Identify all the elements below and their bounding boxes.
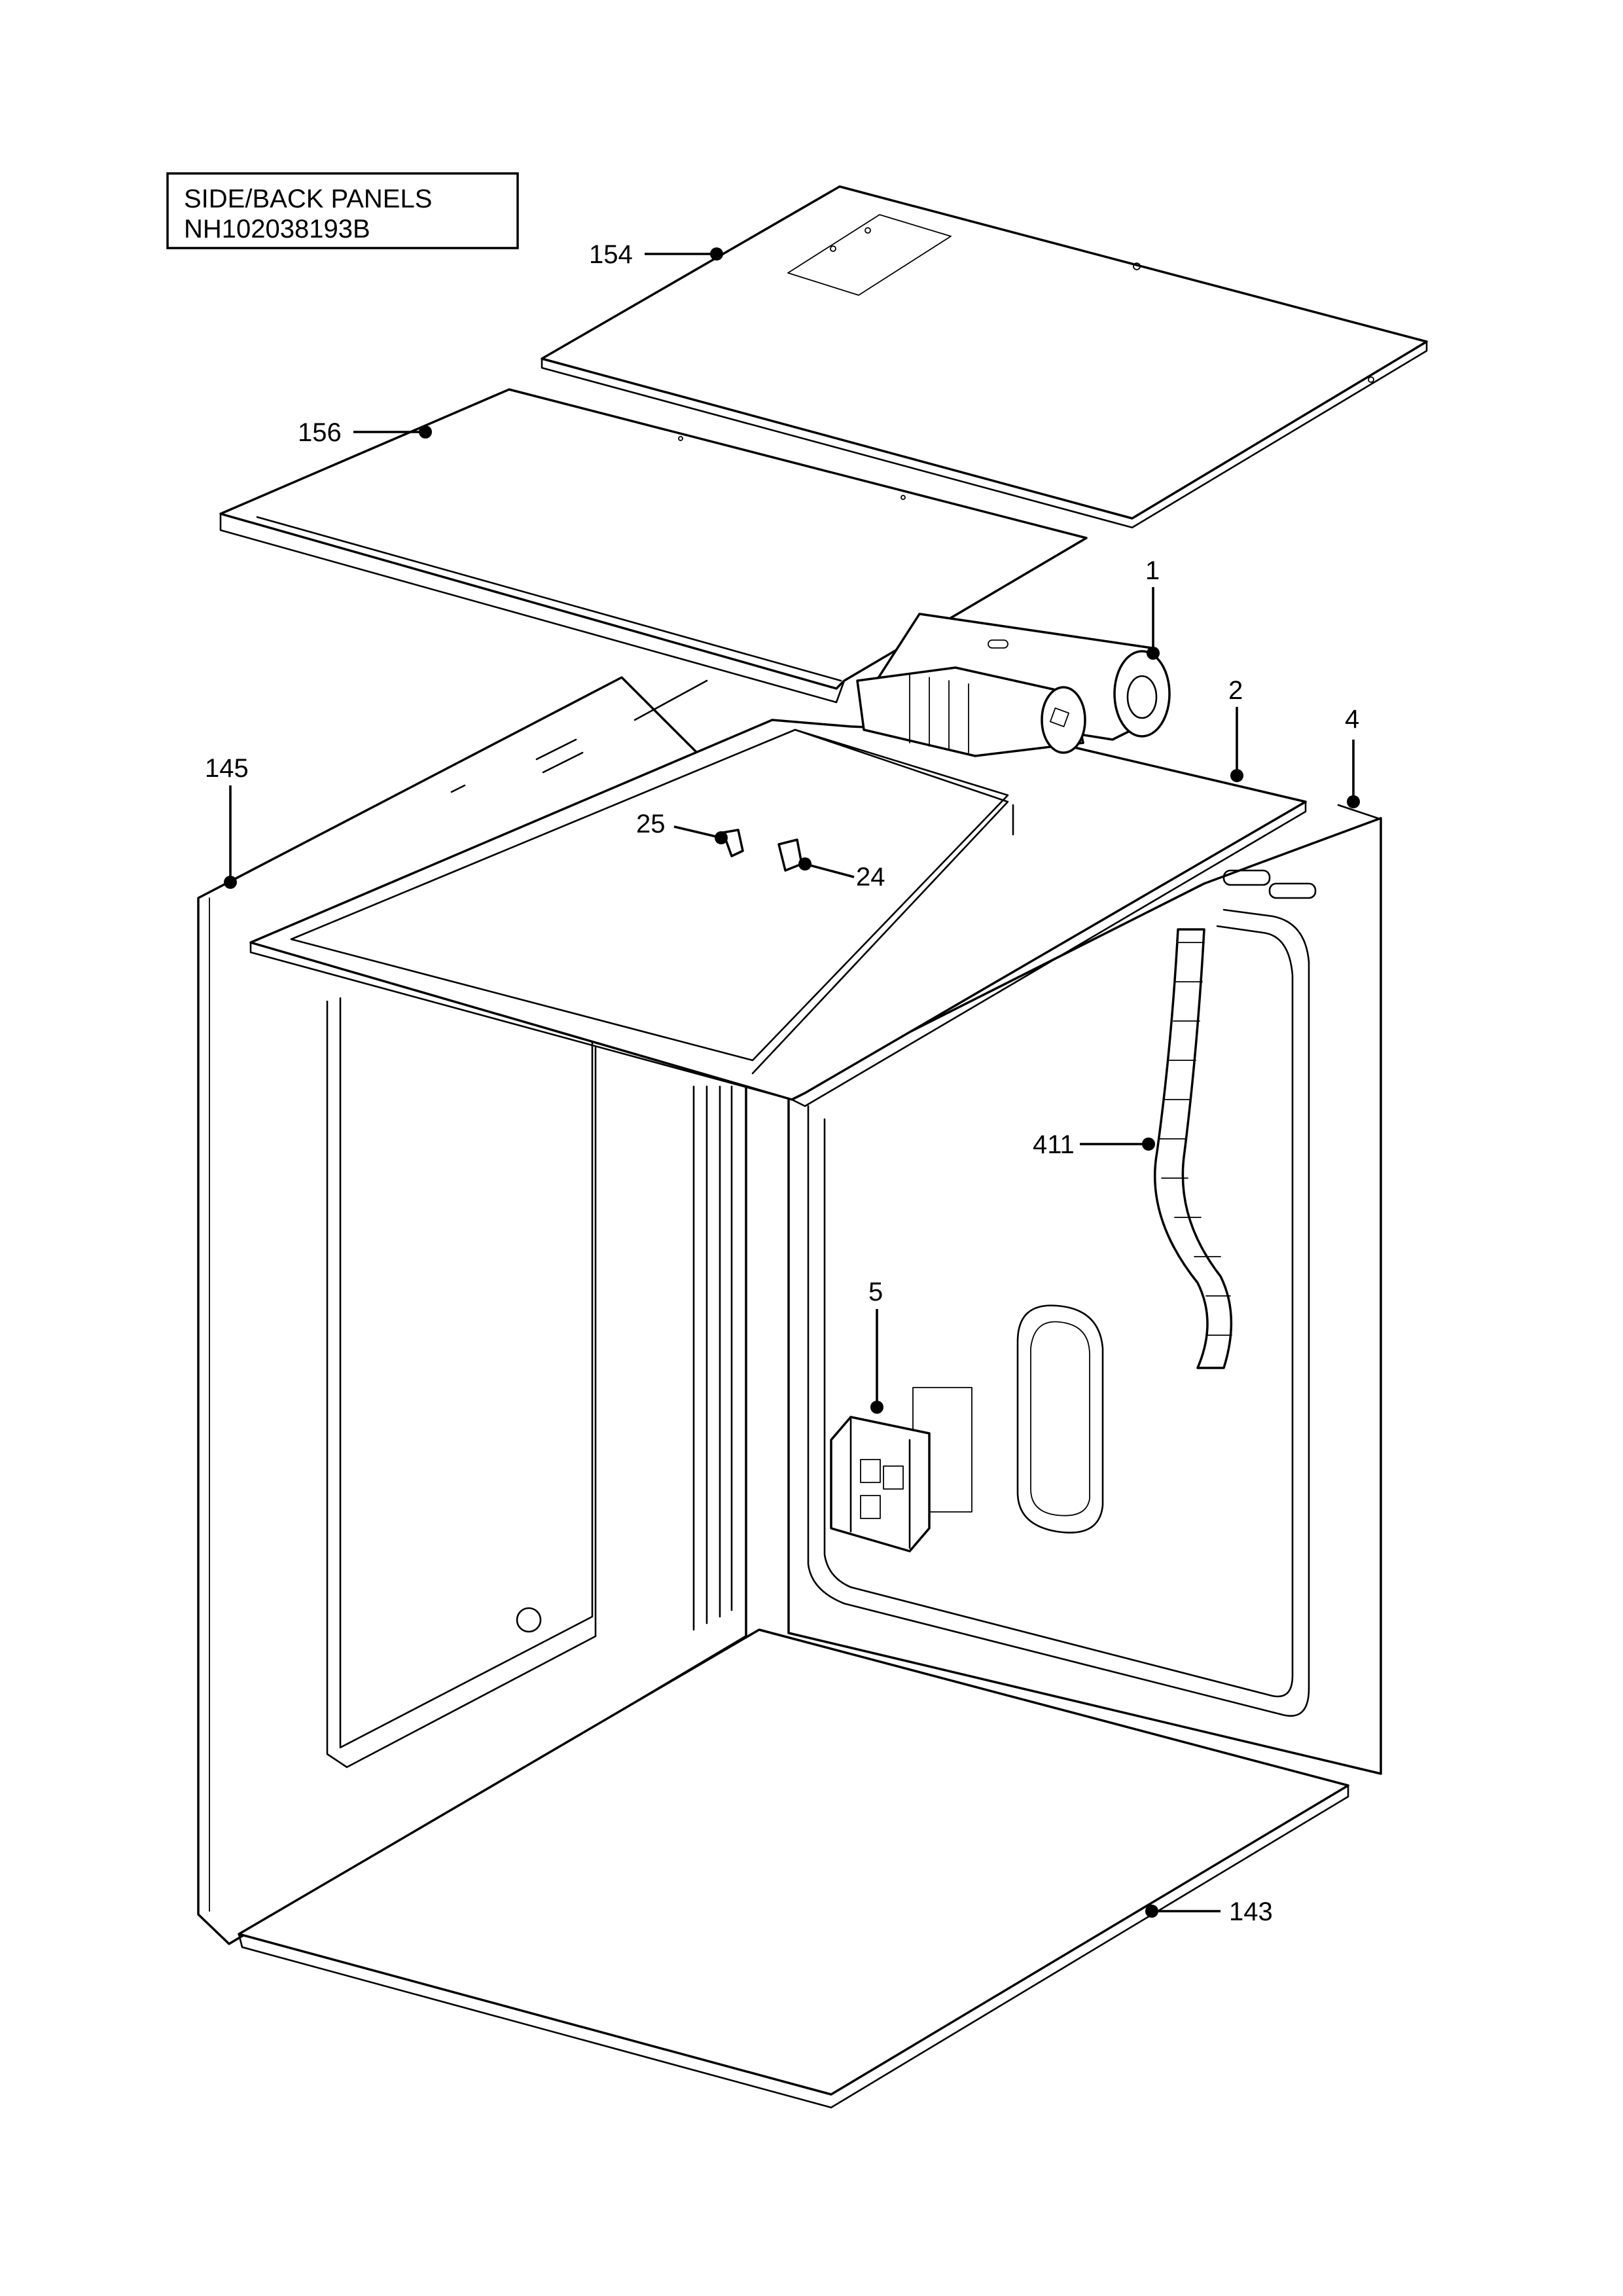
callout-145: 145	[205, 754, 249, 889]
callout-label-145: 145	[205, 754, 249, 783]
callout-label-143: 143	[1229, 1897, 1273, 1926]
callout-label-24: 24	[856, 863, 885, 891]
callout-25: 25	[636, 810, 728, 844]
screw-4	[1337, 804, 1379, 819]
blower-1	[856, 613, 1171, 757]
callout-label-1: 1	[1145, 556, 1160, 585]
callout-2: 2	[1228, 676, 1243, 782]
callout-5: 5	[868, 1278, 883, 1414]
callout-label-156: 156	[298, 418, 342, 447]
clip-25	[722, 829, 744, 857]
top-cover-2	[249, 719, 1307, 1107]
callout-1: 1	[1145, 556, 1160, 660]
callout-24: 24	[798, 857, 885, 891]
title-line-2: NH102038193B	[184, 215, 370, 243]
callout-143: 143	[1145, 1897, 1273, 1926]
callout-label-4: 4	[1345, 705, 1359, 734]
terminal-block-5	[830, 1416, 931, 1552]
callout-411: 411	[1033, 1130, 1155, 1159]
top-panel-154	[541, 185, 1428, 529]
base-panel-143	[238, 1628, 1349, 2109]
hose-411	[1153, 928, 1233, 1369]
callout-label-5: 5	[868, 1278, 883, 1306]
callout-label-25: 25	[636, 810, 666, 838]
callout-156: 156	[298, 418, 432, 447]
title-block: SIDE/BACK PANELS NH102038193B	[166, 172, 519, 249]
back-panel	[787, 817, 1382, 1775]
callout-label-154: 154	[589, 240, 633, 269]
title-line-1: SIDE/BACK PANELS	[184, 185, 432, 213]
callout-label-411: 411	[1033, 1130, 1075, 1159]
callout-label-2: 2	[1228, 676, 1243, 705]
callout-154: 154	[589, 240, 723, 269]
top-rail-156	[219, 388, 1088, 704]
callout-4: 4	[1345, 705, 1360, 808]
